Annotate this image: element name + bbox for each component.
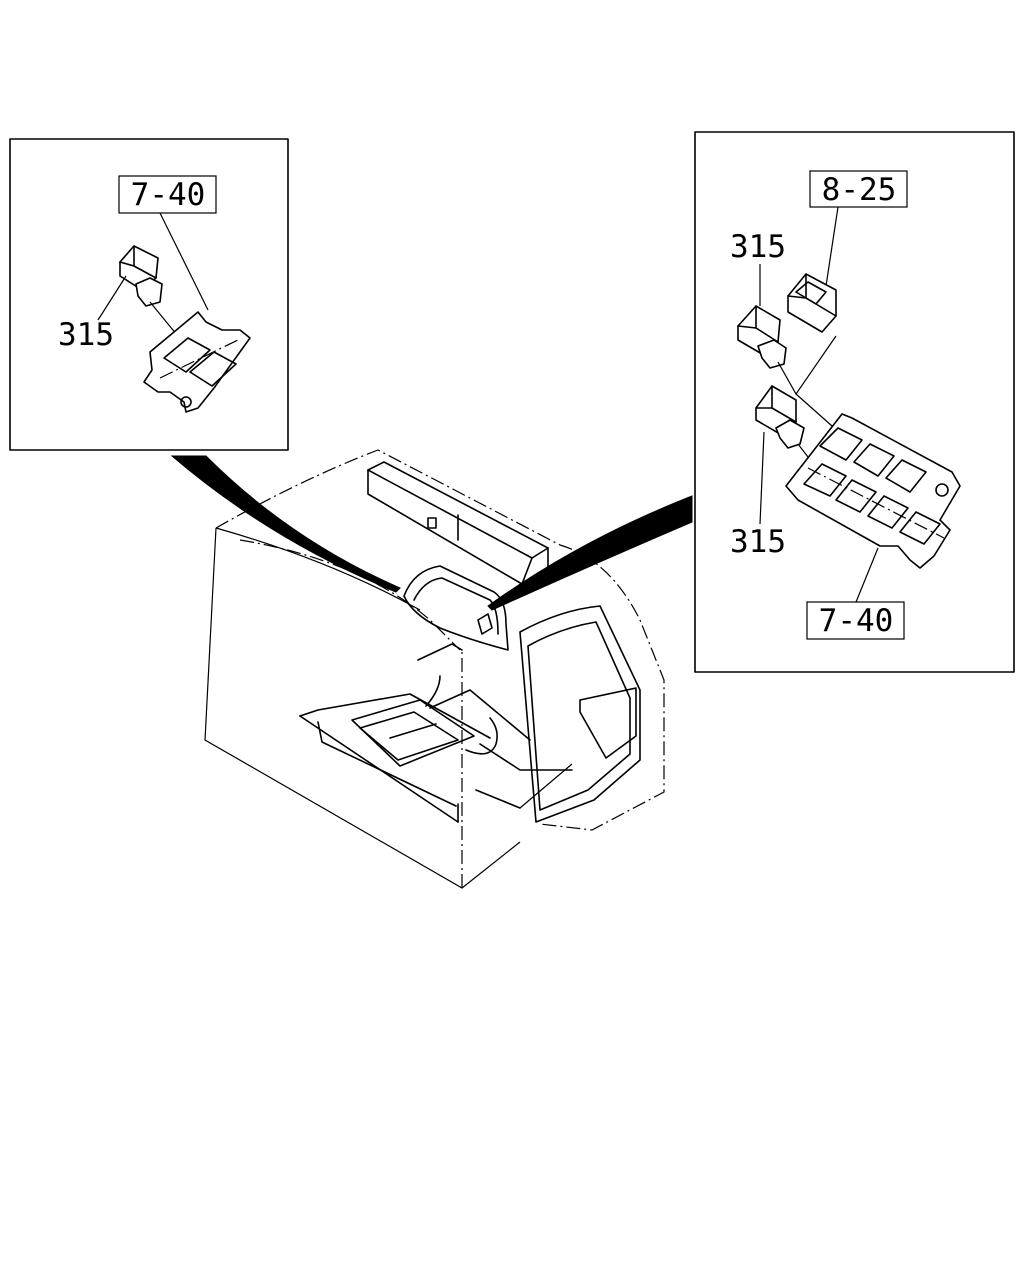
right-ref-label-bottom: 7-40 — [819, 603, 894, 639]
left-leader-wedge — [170, 455, 401, 593]
left-ref-label-box — [118, 175, 217, 214]
right-detail-box: 8-25 315 315 — [694, 131, 1015, 673]
right-ref-label-bottom-box — [806, 601, 905, 640]
left-part-label: 315 — [58, 317, 114, 353]
right-ref-label-top-box — [809, 170, 908, 208]
right-leader-wedge — [487, 495, 693, 611]
console-switch — [427, 517, 437, 529]
right-part-label-bottom: 315 — [730, 524, 786, 560]
right-ref-label-top: 8-25 — [822, 172, 897, 208]
right-part-label-top: 315 — [730, 229, 786, 265]
vehicle-cab-illustration — [204, 449, 665, 889]
left-ref-label: 7-40 — [131, 177, 206, 213]
left-detail-box: 7-40 315 — [9, 138, 289, 451]
